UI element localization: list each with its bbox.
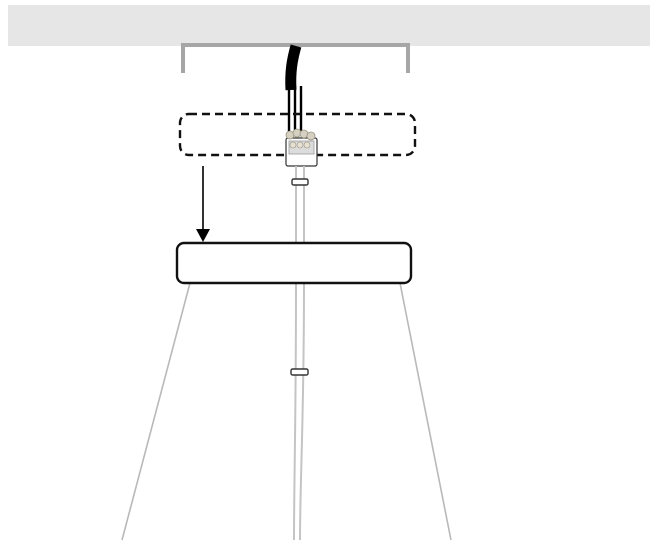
- terminal-block-icon: [285, 128, 318, 167]
- cord-clip-upper: [291, 178, 309, 186]
- canopy-dashed-position: [178, 112, 417, 157]
- arrow-down-icon: [196, 166, 210, 242]
- power-cable: [285, 44, 302, 91]
- suspension-rod-upper: [295, 166, 305, 245]
- mounting-bracket: [181, 43, 410, 73]
- support-cable-right: [399, 282, 452, 541]
- ceiling-plate: [8, 5, 650, 46]
- suspension-rod-lower: [293, 282, 305, 541]
- wire-leads: [287, 86, 303, 132]
- support-cable-left: [121, 282, 191, 541]
- canopy-lowered: [175, 241, 413, 285]
- cord-clip-lower: [290, 368, 309, 376]
